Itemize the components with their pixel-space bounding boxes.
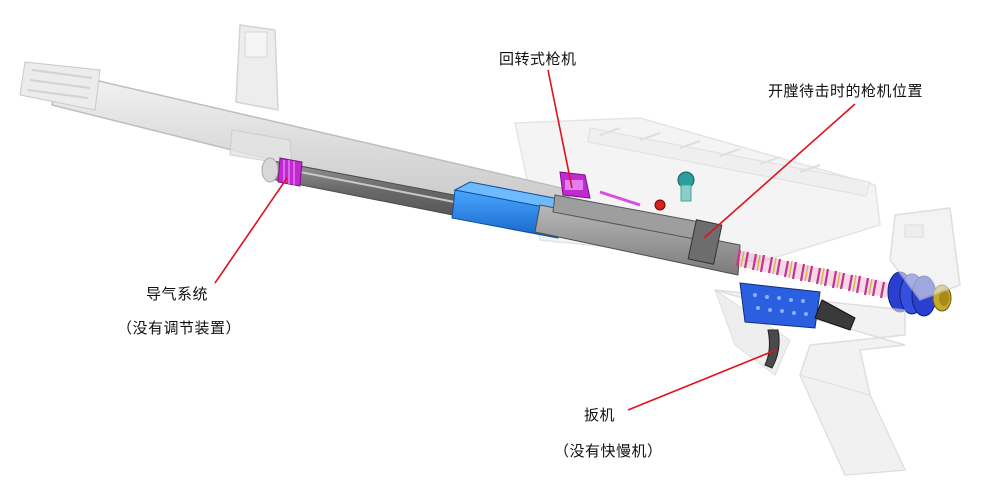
label-trigger-note: （没有快慢机） xyxy=(554,442,663,460)
gas-block xyxy=(277,157,303,187)
label-open-bolt-position: 开膛待击时的枪机位置 xyxy=(768,82,924,100)
rotating-bolt xyxy=(559,171,666,211)
leader-line-trigger xyxy=(627,349,777,411)
bolt-catch-button xyxy=(677,171,695,202)
label-rotating-bolt: 回转式枪机 xyxy=(499,50,577,68)
leader-line-rotating-bolt xyxy=(547,69,573,189)
label-trigger: 扳机 xyxy=(584,406,616,424)
front-sight xyxy=(229,24,293,166)
leader-line-open-bolt xyxy=(703,103,856,239)
label-gas-system: 导气系统 xyxy=(146,285,209,303)
label-gas-system-note: （没有调节装置） xyxy=(117,319,242,337)
bolt-carrier xyxy=(534,194,741,276)
trigger-group xyxy=(739,282,856,369)
leader-lines xyxy=(214,69,856,411)
gas-piston-block xyxy=(451,181,577,239)
rear-receiver-ghost xyxy=(889,207,961,301)
leader-line-gas-system xyxy=(214,177,288,284)
recoil-spring xyxy=(732,249,900,300)
